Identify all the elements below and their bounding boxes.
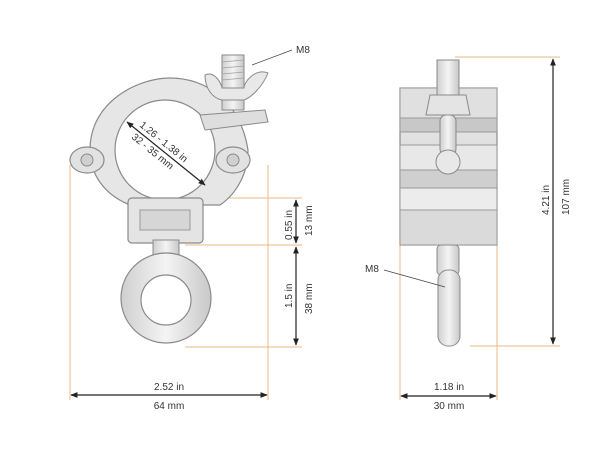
side-thread-callout: M8 (365, 264, 379, 275)
side-extension-lines (399, 56, 560, 400)
front-thread-callout: M8 (296, 45, 310, 56)
upper-height-in: 0.55 in (284, 210, 295, 240)
bore-dimension-line (126, 121, 206, 186)
front-width-mm: 64 mm (154, 401, 185, 412)
front-view-clamp (69, 54, 302, 400)
eye-height-in: 1.5 in (284, 284, 295, 308)
side-width-mm: 30 mm (434, 401, 465, 412)
side-width-in: 1.18 in (434, 382, 464, 393)
thread-leader-line (251, 49, 293, 66)
total-height-in: 4.21 in (541, 185, 552, 215)
total-height-mm: 107 mm (561, 179, 572, 215)
upper-height-mm: 13 mm (304, 205, 315, 236)
front-width-in: 2.52 in (154, 382, 184, 393)
eye-height-mm: 38 mm (304, 283, 315, 314)
side-view-clamp (399, 56, 560, 400)
side-thread-leader-line (383, 269, 446, 288)
